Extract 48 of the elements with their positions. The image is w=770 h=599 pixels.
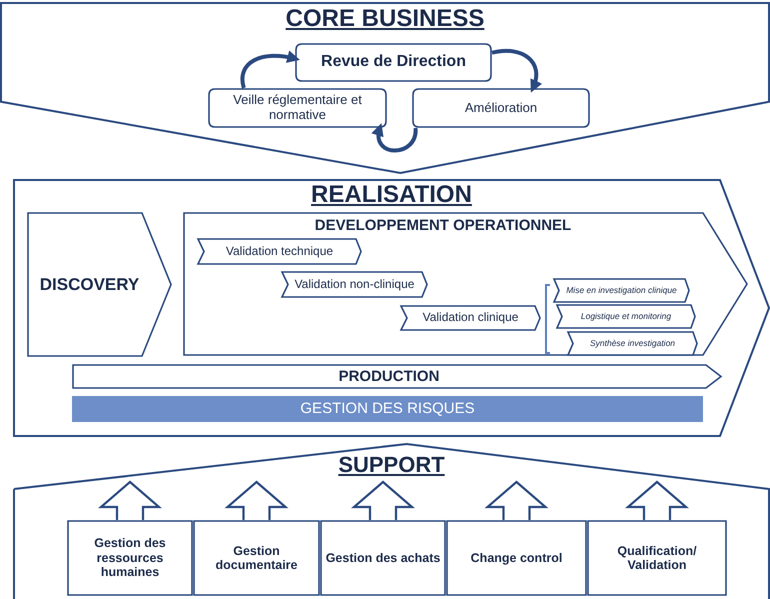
box-label: Validation technique [226, 244, 334, 258]
section-heading: REALISATION [311, 181, 472, 209]
process-box [67, 520, 193, 596]
block-arrow [625, 480, 689, 522]
process-box [208, 88, 387, 128]
process-step [567, 331, 698, 356]
box-label: GESTION DES RISQUES [300, 400, 475, 418]
box-label: Gestion documentaire [214, 544, 298, 572]
box-label: Mise en investigation clinique [566, 286, 677, 296]
phase-panel [27, 212, 172, 357]
process-box [320, 520, 446, 596]
block-arrow [98, 480, 162, 522]
process-box [587, 520, 727, 596]
process-box [193, 520, 320, 596]
process-box [295, 43, 492, 82]
block-arrow [484, 480, 548, 522]
block-arrow [224, 480, 288, 522]
phase-panel [183, 212, 748, 356]
phase-band [72, 364, 722, 389]
box-label: PRODUCTION [338, 368, 440, 386]
curved-arrow [492, 48, 542, 93]
core-business-banner [0, 2, 770, 174]
box-label: Gestion des ressources humaines [93, 536, 167, 580]
box-label: Amélioration [464, 100, 538, 116]
section-panel [13, 179, 770, 437]
process-box [446, 520, 587, 596]
box-label: Validation clinique [422, 311, 518, 325]
box-label: Validation non-clinique [294, 278, 414, 292]
box-label: Veille réglementaire et normative [232, 93, 363, 123]
block-arrow [351, 480, 415, 522]
support-house [13, 443, 770, 599]
process-step [400, 305, 541, 331]
process-step [553, 278, 690, 303]
risk-management-band [72, 396, 703, 422]
section-heading: SUPPORT [338, 452, 445, 478]
box-label: Logistique et monitoring [580, 312, 672, 322]
process-step [556, 304, 696, 329]
box-label: Revue de Direction [321, 53, 466, 72]
section-heading: CORE BUSINESS [286, 5, 484, 33]
process-box [412, 88, 590, 128]
section-heading: DEVELOPPEMENT OPERATIONNEL [314, 217, 572, 234]
box-label: Synthèse investigation [590, 338, 676, 348]
process-step [281, 271, 428, 298]
box-label: Gestion des achats [326, 550, 440, 566]
box-label: Qualification/ Validation [616, 544, 698, 572]
box-label: DISCOVERY [40, 274, 140, 294]
box-label: Change control [470, 550, 562, 566]
process-step [197, 238, 362, 265]
